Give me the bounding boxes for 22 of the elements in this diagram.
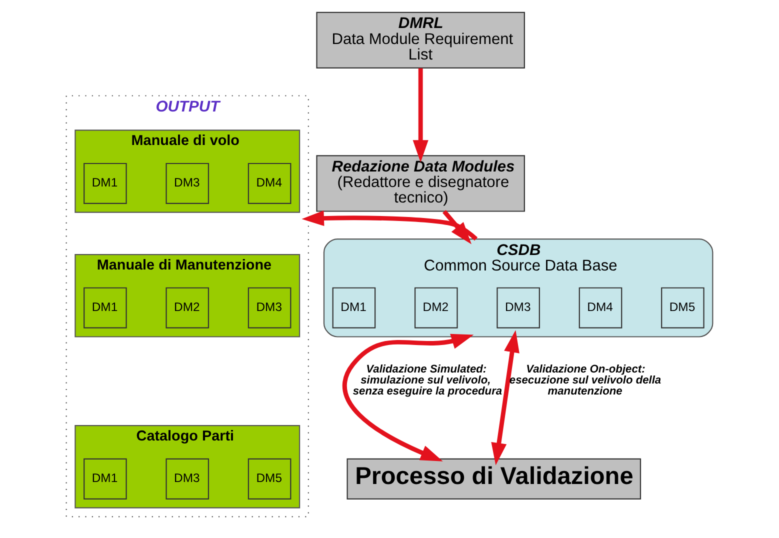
node-box: DM5 [248,458,292,500]
arrow [302,210,478,241]
node-box: DM2 [414,287,458,328]
node-box: Redazione Data Modules (Redattore e disegnatore tecnico) [316,155,525,212]
arrow [342,334,474,462]
node-box: DM5 [661,287,704,328]
arrow [491,330,520,466]
edge-label: Validazione Simulated: simulazione sul velivolo, senza eseguire la procedura [352,363,502,398]
node-box: DM3 [166,458,210,500]
node-box: DM3 [248,287,292,328]
node-box: DM1 [84,162,127,204]
node-box: DM4 [248,162,292,204]
node-box: DM2 [166,287,210,328]
node-box: DMRL Data Module Requirement List [316,12,525,69]
node-box: DM3 [166,162,210,204]
node-box: DM1 [84,458,127,500]
node-box: Processo di Validazione [346,458,642,500]
arrow [412,68,428,162]
node-box: DM3 [496,287,540,328]
node-box: DM1 [332,287,376,328]
node-box: DM1 [84,287,127,328]
node-box: DM4 [578,287,622,328]
